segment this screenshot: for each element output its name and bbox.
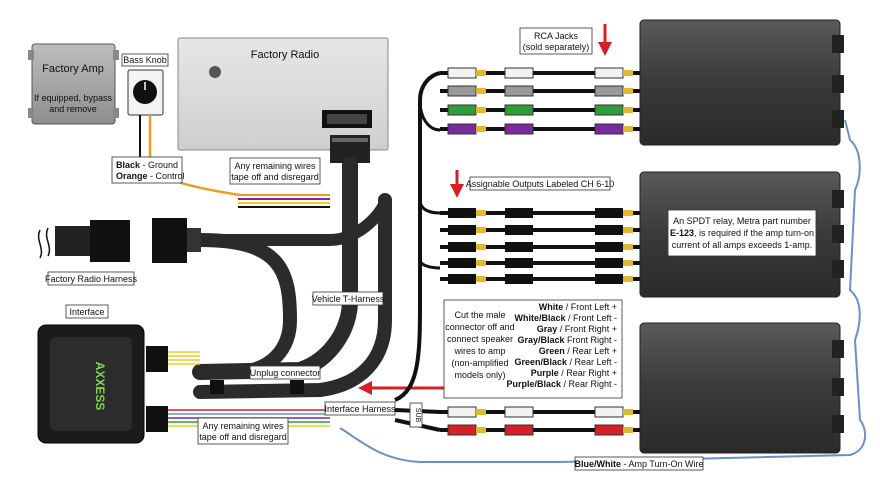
factory-harness-label: Factory Radio Harness xyxy=(45,274,138,284)
speaker-wire-name: White/Black xyxy=(514,313,566,323)
tape-off-callout-top: Any remaining wires tape off and disrega… xyxy=(229,157,321,185)
svg-text:Purple / Rear Right +: Purple / Rear Right + xyxy=(531,368,617,378)
svg-text:White/Black / Front Left -: White/Black / Front Left - xyxy=(514,313,617,323)
interface-label: Interface xyxy=(69,307,104,317)
relay-note-line2: , is required if the amp turn-on xyxy=(694,228,814,238)
cut-note-line1: Cut the male xyxy=(454,310,505,320)
relay-note-line1: An SPDT relay, Metra part number xyxy=(673,216,811,226)
cut-note-line2: connector off and xyxy=(445,322,514,332)
speaker-wire-desc: / Front Left - xyxy=(565,313,617,323)
bass-knob-label: Bass Knob xyxy=(123,55,167,65)
orange-wire-desc: - Control xyxy=(148,171,185,181)
rca-row-gray xyxy=(440,85,640,97)
amplifier-bottom xyxy=(639,322,844,454)
sub-rca-rows: SUB xyxy=(394,402,640,436)
svg-text:Blue/White - Amp Turn-On Wire: Blue/White - Amp Turn-On Wire xyxy=(574,459,703,469)
rca-rows-black xyxy=(440,208,640,284)
interface-module: AXXESS xyxy=(37,324,145,444)
svg-text:Gray / Front Right +: Gray / Front Right + xyxy=(537,324,617,334)
speaker-wire-desc: / Rear Right + xyxy=(559,368,617,378)
speaker-wire-name: Purple/Black xyxy=(506,379,562,389)
speaker-wire-desc: / Rear Right - xyxy=(561,379,617,389)
speaker-wire-name: Gray xyxy=(537,324,558,334)
rca-bundle xyxy=(394,71,441,402)
rca-row-green xyxy=(440,104,640,116)
svg-text:Gray/Black Front Right -: Gray/Black Front Right - xyxy=(517,335,617,345)
tape-off-top-line2: tape off and disregard xyxy=(231,172,318,182)
assignable-label: Assignable Outputs Labeled CH 6-10 xyxy=(466,179,615,189)
factory-amp-title: Factory Amp xyxy=(42,63,104,75)
factory-harness-callout: Factory Radio Harness xyxy=(45,271,138,286)
unplug-label: Unplug connector xyxy=(250,368,321,378)
svg-text:Purple/Black / Rear Right -: Purple/Black / Rear Right - xyxy=(506,379,617,389)
factory-radio-harness xyxy=(37,218,201,263)
cut-note: Cut the male connector off and connect s… xyxy=(443,299,623,399)
orange-wire-name: Orange xyxy=(116,171,148,181)
svg-text:Green/Black / Rear Left -: Green/Black / Rear Left - xyxy=(514,357,617,367)
speaker-wire-desc: Front Right - xyxy=(564,335,617,345)
assignable-callout: Assignable Outputs Labeled CH 6-10 xyxy=(450,170,614,198)
bass-wire-callout: Black - Ground Orange - Control xyxy=(111,156,185,184)
speaker-wire-name: White xyxy=(539,302,564,312)
factory-radio-title: Factory Radio xyxy=(251,49,319,61)
tape-off-bottom-line2: tape off and disregard xyxy=(199,432,286,442)
rca-jacks-line2: (sold separately) xyxy=(523,42,590,52)
unplug-connector: Unplug connector xyxy=(210,365,321,394)
interface-brand: AXXESS xyxy=(93,362,107,411)
relay-note-line3: current of all amps exceeds 1-amp. xyxy=(672,240,813,250)
interface-harness-label: Interface Harness xyxy=(324,404,396,414)
vehicle-harness-label: Vehicle T-Harness xyxy=(312,294,385,304)
cut-note-line3: connect speaker xyxy=(447,334,513,344)
relay-note: An SPDT relay, Metra part number E-123, … xyxy=(667,209,817,257)
black-wire-name: Black xyxy=(116,160,141,170)
speaker-wire-name: Gray/Black xyxy=(517,335,565,345)
vehicle-harness-callout: Vehicle T-Harness xyxy=(312,291,385,306)
turn-on-desc: - Amp Turn-On Wire xyxy=(621,459,704,469)
speaker-wire-list: White / Front Left + White/Black / Front… xyxy=(506,302,617,389)
svg-text:White / Front Left +: White / Front Left + xyxy=(539,302,617,312)
black-wire-desc: - Ground xyxy=(140,160,178,170)
speaker-wire-desc: / Front Right + xyxy=(557,324,617,334)
speaker-wire-name: Green xyxy=(539,346,565,356)
svg-text:E-123, is required if the amp: E-123, is required if the amp turn-on xyxy=(670,228,814,238)
rca-row-white xyxy=(440,67,640,79)
cut-note-line5: (non-amplified xyxy=(451,358,508,368)
interface-harness-callout: Interface Harness xyxy=(324,401,396,416)
rca-jacks-line1: RCA Jacks xyxy=(534,31,579,41)
rca-jacks-callout: RCA Jacks (sold separately) xyxy=(519,24,612,56)
speaker-wire-name: Purple xyxy=(531,368,559,378)
turn-on-name: Blue/White xyxy=(574,459,621,469)
interface-callout: Interface xyxy=(65,304,109,319)
tape-off-top-line1: Any remaining wires xyxy=(234,161,316,171)
amplifier-top xyxy=(639,19,844,146)
speaker-wire-desc: / Front Left + xyxy=(563,302,617,312)
cut-note-line4: wires to amp xyxy=(453,346,505,356)
speaker-wire-desc: / Rear Left + xyxy=(565,346,617,356)
speaker-wire-name: Green/Black xyxy=(514,357,568,367)
factory-amp: Factory Amp If equipped, bypass and remo… xyxy=(28,43,119,125)
relay-note-part: E-123 xyxy=(670,228,694,238)
factory-amp-note-1: If equipped, bypass xyxy=(34,93,113,103)
speaker-wire-desc: / Rear Left - xyxy=(567,357,617,367)
sub-label: SUB xyxy=(414,408,421,423)
svg-text:Orange - Control: Orange - Control xyxy=(116,171,185,181)
cut-note-line6: models only) xyxy=(454,370,505,380)
turn-on-callout: Blue/White - Amp Turn-On Wire xyxy=(574,456,704,471)
factory-amp-note-2: and remove xyxy=(49,104,97,114)
svg-text:Black - Ground: Black - Ground xyxy=(116,160,178,170)
radio-plug-wires xyxy=(238,194,330,208)
rca-row-purple xyxy=(440,123,640,135)
tape-off-bottom-line1: Any remaining wires xyxy=(202,421,284,431)
tape-off-callout-bottom: Any remaining wires tape off and disrega… xyxy=(197,417,289,445)
svg-text:Green / Rear Left +: Green / Rear Left + xyxy=(539,346,617,356)
factory-radio: Factory Radio xyxy=(177,37,389,151)
turn-on-wire xyxy=(339,119,867,463)
